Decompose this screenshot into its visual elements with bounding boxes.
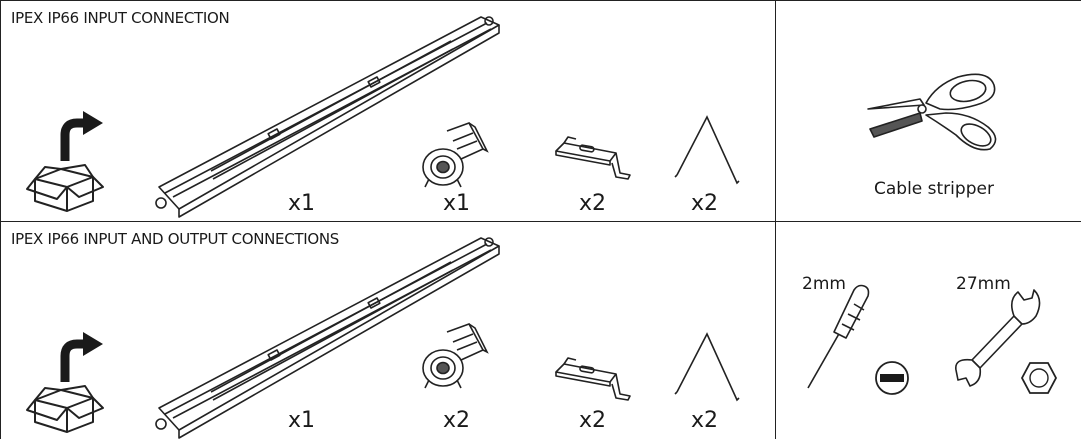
fixture-quantity: x1	[288, 408, 316, 433]
box-open-icon	[26, 332, 104, 433]
fixture-quantity: x1	[288, 191, 316, 216]
tool-panel-drivers: 2mm 27mm	[775, 221, 1081, 439]
fixture-icon	[155, 16, 500, 218]
tool-panel-stripper: Cable stripper	[775, 0, 1081, 222]
slot-head-icon	[875, 361, 909, 395]
kit-panel-input-output: IPEX IP66 INPUT AND OUTPUT CONNECTIONS	[0, 221, 776, 439]
mounting-bracket-icon	[555, 357, 631, 401]
wrench-size-label: 27mm	[956, 274, 1011, 294]
kit-panel-input: IPEX IP66 INPUT CONNECTION x1	[0, 0, 776, 222]
cable-gland-icon	[422, 122, 489, 188]
cable-stripper-label: Cable stripper	[874, 179, 994, 199]
box-open-icon	[26, 111, 104, 212]
gland-quantity: x1	[443, 191, 471, 216]
hanger-quantity: x2	[691, 408, 719, 433]
wire-hanger-icon	[674, 115, 740, 185]
fixture-icon	[155, 237, 500, 439]
bracket-quantity: x2	[579, 191, 607, 216]
cable-gland-icon	[422, 323, 489, 389]
bracket-quantity: x2	[579, 408, 607, 433]
hanger-quantity: x2	[691, 191, 719, 216]
mounting-bracket-icon	[555, 136, 631, 180]
screwdriver-icon	[807, 284, 870, 389]
kit-title: IPEX IP66 INPUT CONNECTION	[11, 9, 230, 27]
scissors-icon	[867, 73, 997, 151]
wire-hanger-icon	[674, 332, 740, 402]
wrench-icon	[955, 289, 1041, 387]
kit-title: IPEX IP66 INPUT AND OUTPUT CONNECTIONS	[11, 230, 340, 248]
screwdriver-size-label: 2mm	[802, 274, 846, 294]
hex-nut-icon	[1020, 362, 1058, 394]
gland-quantity: x2	[443, 408, 471, 433]
